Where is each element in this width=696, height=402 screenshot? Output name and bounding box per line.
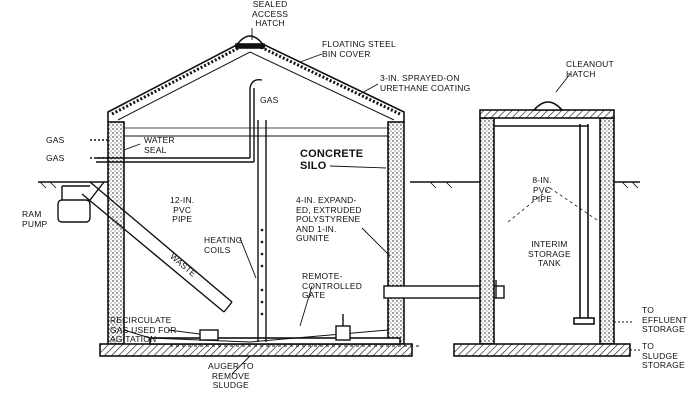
- label-12in-pvc-pipe: 12-IN. PVC PIPE: [170, 195, 195, 224]
- label-recirculate-gas: RECIRCULATE GAS USED FOR AGITATION: [110, 315, 177, 344]
- label-to-effluent-storage: TO EFFLUENT STORAGE: [642, 305, 688, 334]
- label-remote-gate: REMOTE- CONTROLLED GATE: [302, 271, 363, 300]
- label-gas-left-2: GAS: [46, 153, 65, 163]
- label-sealed-access-hatch: SEALED ACCESS HATCH: [252, 0, 289, 28]
- heating-riser: [257, 120, 267, 342]
- gas-piping: [90, 78, 263, 163]
- label-8in-pvc-pipe: 8-IN. PVC PIPE: [532, 175, 553, 204]
- label-gas-top: GAS: [260, 95, 279, 105]
- label-cleanout-hatch: CLEANOUT HATCH: [566, 59, 614, 79]
- label-concrete-silo: CONCRETE SILO: [300, 148, 364, 172]
- label-gas-left-1: GAS: [46, 135, 65, 145]
- label-water-seal: WATER SEAL: [144, 135, 175, 155]
- label-floating-steel-bin-cover: FLOATING STEEL BIN COVER: [322, 39, 396, 59]
- label-urethane-coating: 3-IN. SPRAYED-ON URETHANE COATING: [380, 73, 471, 93]
- heating-coil-dots: [260, 228, 264, 316]
- transfer-pipe: [383, 280, 505, 299]
- ram-pump: [57, 181, 105, 223]
- label-heating-coils: HEATING COILS: [204, 235, 243, 255]
- leader-lines: [123, 28, 571, 375]
- ground-hatch: [39, 181, 639, 189]
- label-to-sludge-storage: TO SLUDGE STORAGE: [642, 341, 685, 370]
- output-arrows: [614, 321, 640, 351]
- gate: [199, 314, 351, 341]
- waste-pipe: [81, 181, 233, 313]
- label-interim-storage-tank: INTERIM STORAGE TANK: [528, 239, 571, 268]
- label-ram-pump: RAM PUMP: [22, 209, 48, 229]
- storage-tank: [440, 101, 640, 357]
- label-insulation: 4-IN. EXPAND- ED, EXTRUDED POLYSTYRENE A…: [296, 195, 362, 243]
- label-auger: AUGER TO REMOVE SLUDGE: [208, 361, 254, 390]
